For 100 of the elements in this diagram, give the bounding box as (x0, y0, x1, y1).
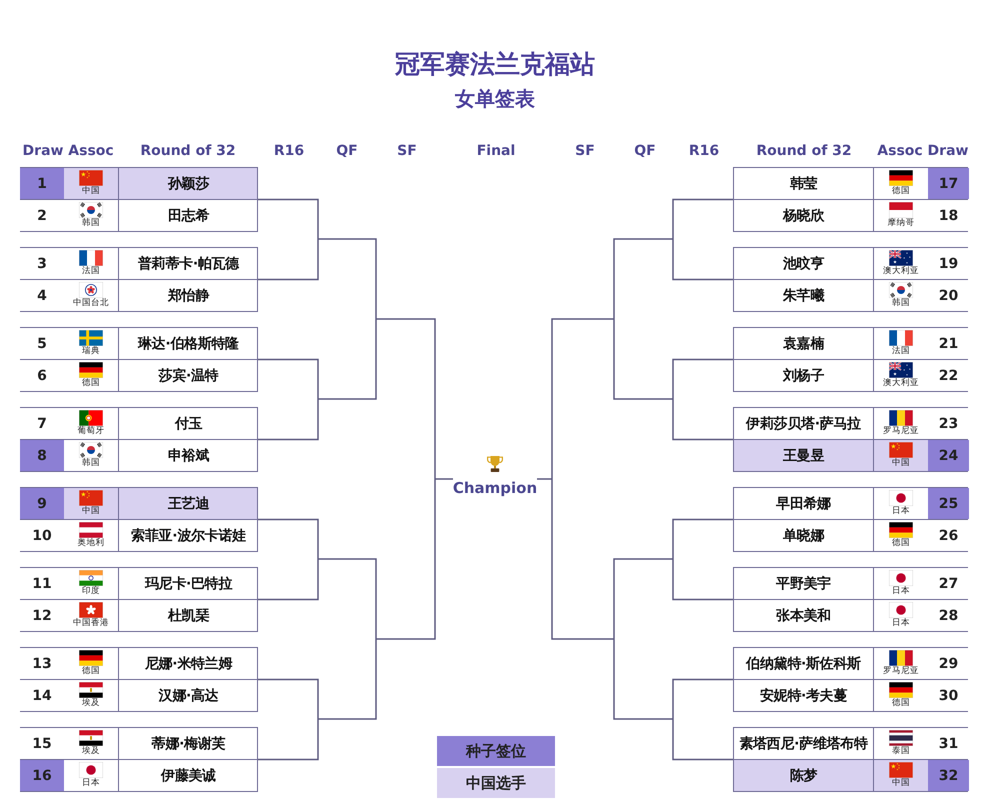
bracket-line (258, 399, 319, 440)
player-row (733, 599, 968, 632)
draw-number: 24 (928, 440, 969, 471)
player-name: 韩莹 (734, 168, 874, 199)
player-row (733, 759, 968, 792)
player-name: 单晓娜 (734, 520, 874, 551)
association-name: 日本 (892, 618, 910, 629)
draw-number: 23 (938, 414, 960, 434)
draw-number: 2 (36, 206, 48, 226)
association-name: 奥地利 (78, 538, 104, 549)
draw-number: 32 (928, 760, 969, 791)
bracket-line (258, 559, 319, 600)
draw-number: 26 (938, 526, 960, 546)
association-name: 日本 (892, 506, 910, 517)
draw-number: 14 (31, 686, 53, 706)
player-name: 袁嘉楠 (734, 328, 874, 359)
player-row (733, 647, 968, 680)
association-name: 印度 (82, 586, 100, 597)
bracket-line (258, 239, 319, 280)
draw-number: 12 (31, 606, 53, 626)
association-name: 罗马尼亚 (883, 666, 919, 677)
association-name: 葡萄牙 (78, 426, 104, 437)
player-name: 付玉 (118, 408, 258, 439)
association-name: 法国 (82, 266, 100, 277)
draw-number: 13 (31, 654, 53, 674)
association-name: 法国 (892, 346, 910, 357)
bracket-line (672, 358, 733, 399)
draw-number: 1 (20, 168, 64, 199)
column-header: R16 (274, 143, 304, 159)
draw-number: 10 (31, 526, 53, 546)
player-row (733, 279, 968, 312)
association-name: 中国香港 (73, 618, 109, 629)
player-row (20, 327, 258, 360)
bracket-line (318, 639, 377, 720)
association-name: 德国 (82, 666, 100, 677)
player-name: 朱芊曦 (734, 280, 874, 311)
association-name: 中国台北 (73, 298, 109, 309)
draw-number: 27 (938, 574, 960, 594)
bracket-line (672, 518, 733, 559)
player-name: 玛尼卡·巴特拉 (118, 568, 258, 599)
draw-number: 31 (938, 734, 960, 754)
draw-number: 4 (36, 286, 48, 306)
player-name: 郑怡静 (118, 280, 258, 311)
association-name: 日本 (82, 778, 100, 789)
player-row (733, 567, 968, 600)
association-name: 德国 (892, 538, 910, 549)
draw-number: 7 (36, 414, 48, 434)
player-row (20, 359, 258, 392)
association-name: 瑞典 (82, 346, 100, 357)
player-name: 陈梦 (734, 760, 874, 791)
player-row (733, 487, 968, 520)
bracket-line (672, 719, 733, 760)
bracket-line (672, 198, 733, 239)
player-name: 莎宾·温特 (118, 360, 258, 391)
draw-number: 20 (938, 286, 960, 306)
champion-label: Champion (452, 479, 538, 497)
player-row (20, 727, 258, 760)
player-row (20, 519, 258, 552)
player-name: 汉娜·高达 (118, 680, 258, 711)
player-name: 王曼昱 (734, 440, 874, 471)
player-row (20, 647, 258, 680)
draw-number: 6 (36, 366, 48, 386)
player-name: 伯纳黛特·斯佐科斯 (734, 648, 874, 679)
bracket-line (551, 479, 614, 640)
column-header: QF (336, 143, 358, 159)
column-header: Round of 32 (140, 143, 236, 159)
bracket-line (376, 318, 436, 479)
column-header: SF (575, 143, 595, 159)
association-name: 日本 (892, 586, 910, 597)
column-header: Draw (22, 143, 64, 159)
association-name: 澳大利亚 (883, 266, 919, 277)
bracket-line (318, 558, 377, 639)
association-name: 中国 (82, 186, 100, 197)
column-header: Final (476, 143, 516, 159)
draw-number: 25 (928, 488, 969, 519)
player-row (20, 199, 258, 232)
player-row (20, 279, 258, 312)
player-row (733, 199, 968, 232)
draw-number: 30 (938, 686, 960, 706)
draw-number: 28 (938, 606, 960, 626)
association-name: 泰国 (892, 746, 910, 757)
column-header: R16 (688, 143, 720, 159)
player-name: 王艺迪 (118, 488, 258, 519)
column-header: Assoc (68, 143, 114, 159)
association-name: 摩纳哥 (888, 218, 914, 229)
player-name: 索菲亚·波尔卡诺娃 (118, 520, 258, 551)
draw-number: 21 (938, 334, 960, 354)
player-name: 琳达·伯格斯特隆 (118, 328, 258, 359)
player-name: 申裕斌 (118, 440, 258, 471)
bracket-line (672, 559, 733, 600)
player-row (20, 679, 258, 712)
bracket-line (435, 478, 453, 480)
player-name: 孙颖莎 (118, 168, 258, 199)
bracket-line (613, 558, 673, 639)
player-row (733, 167, 968, 200)
player-row (20, 247, 258, 280)
title: 冠军赛法兰克福站 (395, 48, 595, 80)
bracket-line (672, 399, 733, 440)
player-row (20, 167, 258, 200)
player-name: 早田希娜 (734, 488, 874, 519)
